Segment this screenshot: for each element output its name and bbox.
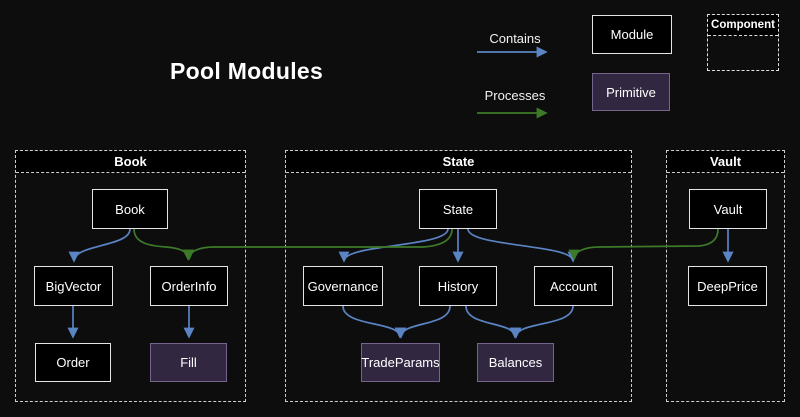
container-state-title: State: [286, 151, 631, 173]
legend-contains-label: Contains: [489, 31, 541, 46]
container-vault: Vault: [666, 150, 785, 402]
container-book-title: Book: [16, 151, 245, 173]
node-book: Book: [92, 189, 168, 229]
legend-module-box: Module: [592, 15, 672, 54]
node-vault: Vault: [689, 189, 767, 229]
node-account-label: Account: [550, 278, 597, 294]
node-deepprice-label: DeepPrice: [697, 278, 758, 294]
node-balances: Balances: [477, 343, 554, 382]
node-history-label: History: [437, 278, 479, 294]
node-deepprice: DeepPrice: [688, 266, 767, 306]
node-order: Order: [35, 343, 111, 382]
node-vault-label: Vault: [713, 201, 743, 217]
node-tradeparams-label: TradeParams: [361, 355, 440, 370]
legend-component-box: Component: [707, 14, 779, 71]
legend-module-label: Module: [610, 27, 654, 42]
legend-processes-label: Processes: [484, 88, 546, 103]
node-state: State: [419, 189, 497, 229]
node-orderinfo-label: OrderInfo: [161, 278, 217, 294]
legend-primitive-label: Primitive: [606, 84, 656, 100]
legend-primitive-box: Primitive: [592, 73, 670, 111]
node-balances-label: Balances: [488, 355, 543, 370]
node-bigvector-label: BigVector: [45, 278, 102, 294]
container-vault-title: Vault: [667, 151, 784, 173]
node-governance-label: Governance: [307, 278, 379, 294]
node-fill-label: Fill: [180, 355, 197, 370]
node-order-label: Order: [56, 355, 90, 370]
legend-component-label: Component: [708, 15, 778, 36]
node-account: Account: [534, 266, 613, 306]
node-fill: Fill: [150, 343, 227, 382]
node-state-label: State: [442, 201, 474, 217]
node-tradeparams: TradeParams: [361, 343, 440, 382]
page-title: Pool Modules: [170, 58, 324, 84]
node-history: History: [419, 266, 497, 306]
node-orderinfo: OrderInfo: [150, 266, 228, 306]
node-bigvector: BigVector: [34, 266, 113, 306]
node-governance: Governance: [303, 266, 383, 306]
container-book: Book: [15, 150, 246, 402]
node-book-label: Book: [115, 201, 145, 217]
container-state: State: [285, 150, 632, 402]
